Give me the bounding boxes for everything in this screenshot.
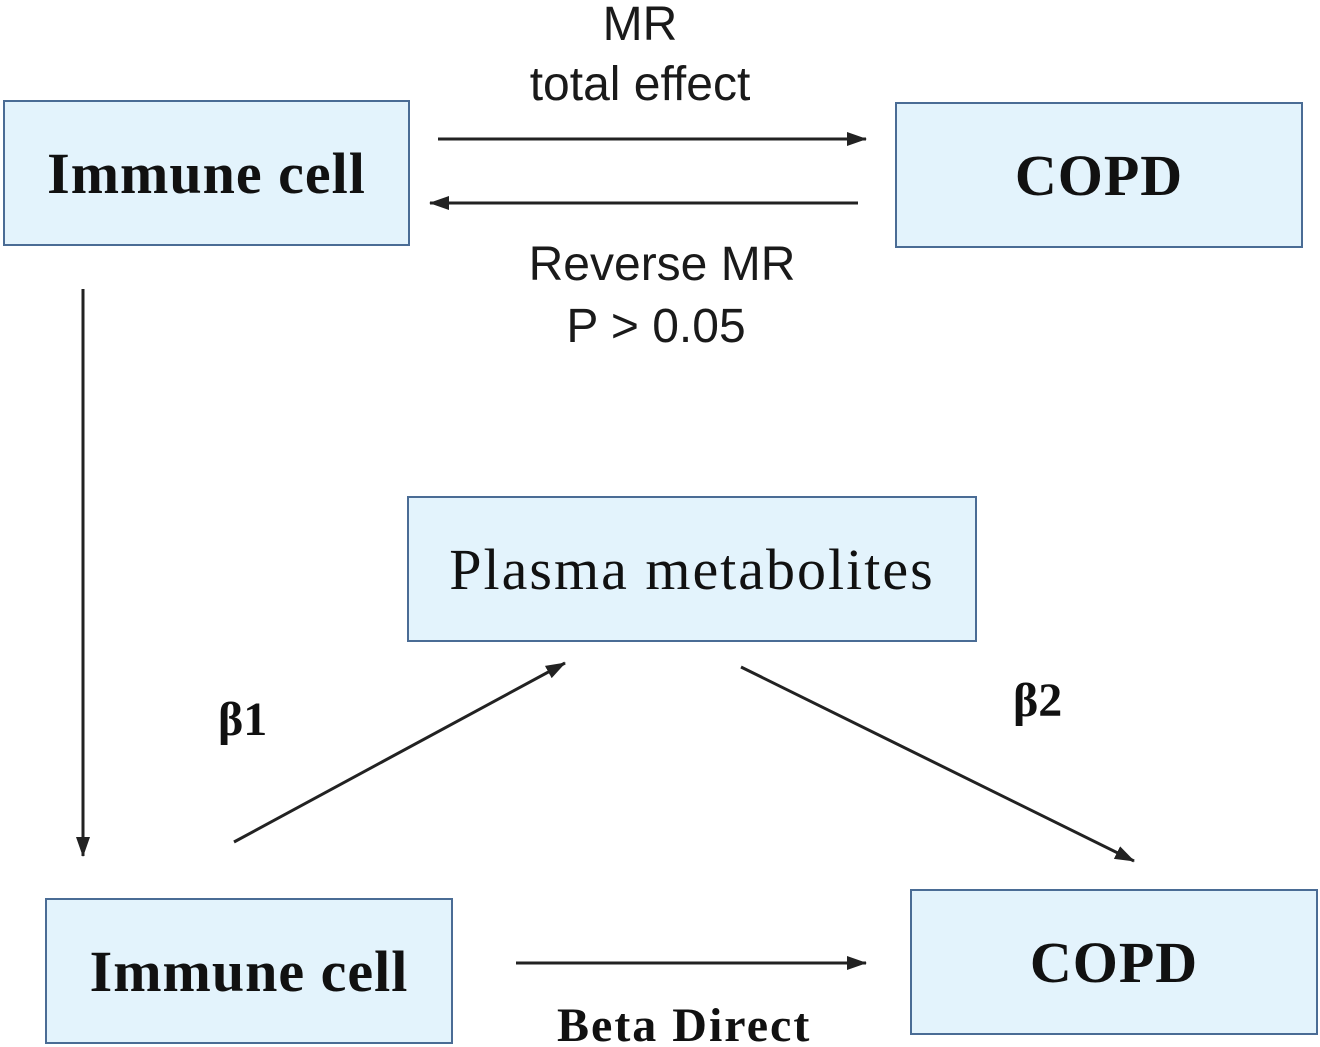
beta1-label: β1: [218, 693, 268, 746]
total-effect-label: total effect: [529, 58, 751, 111]
immune-cell-top-box: Immune cell: [3, 100, 410, 246]
copd-bottom-box: COPD: [910, 889, 1318, 1035]
copd-top-box: COPD: [895, 102, 1303, 248]
copd-top-label: COPD: [1014, 142, 1184, 208]
reverse-mr-label: Reverse MR: [528, 238, 796, 291]
arrow-beta1: [233, 661, 566, 844]
mr-label: MR: [602, 0, 678, 51]
plasma-metabolites-label: Plasma metabolites: [449, 536, 935, 602]
immune-cell-bottom-box: Immune cell: [45, 898, 453, 1044]
p-value-label: P > 0.05: [566, 300, 746, 353]
beta-direct-label: Beta Direct: [557, 999, 812, 1047]
arrow-beta2: [740, 665, 1135, 863]
plasma-metabolites-box: Plasma metabolites: [407, 496, 977, 642]
immune-cell-bottom-label: Immune cell: [89, 938, 409, 1004]
immune-cell-top-label: Immune cell: [47, 140, 366, 206]
copd-bottom-label: COPD: [1029, 929, 1199, 995]
beta2-label: β2: [1013, 674, 1063, 727]
